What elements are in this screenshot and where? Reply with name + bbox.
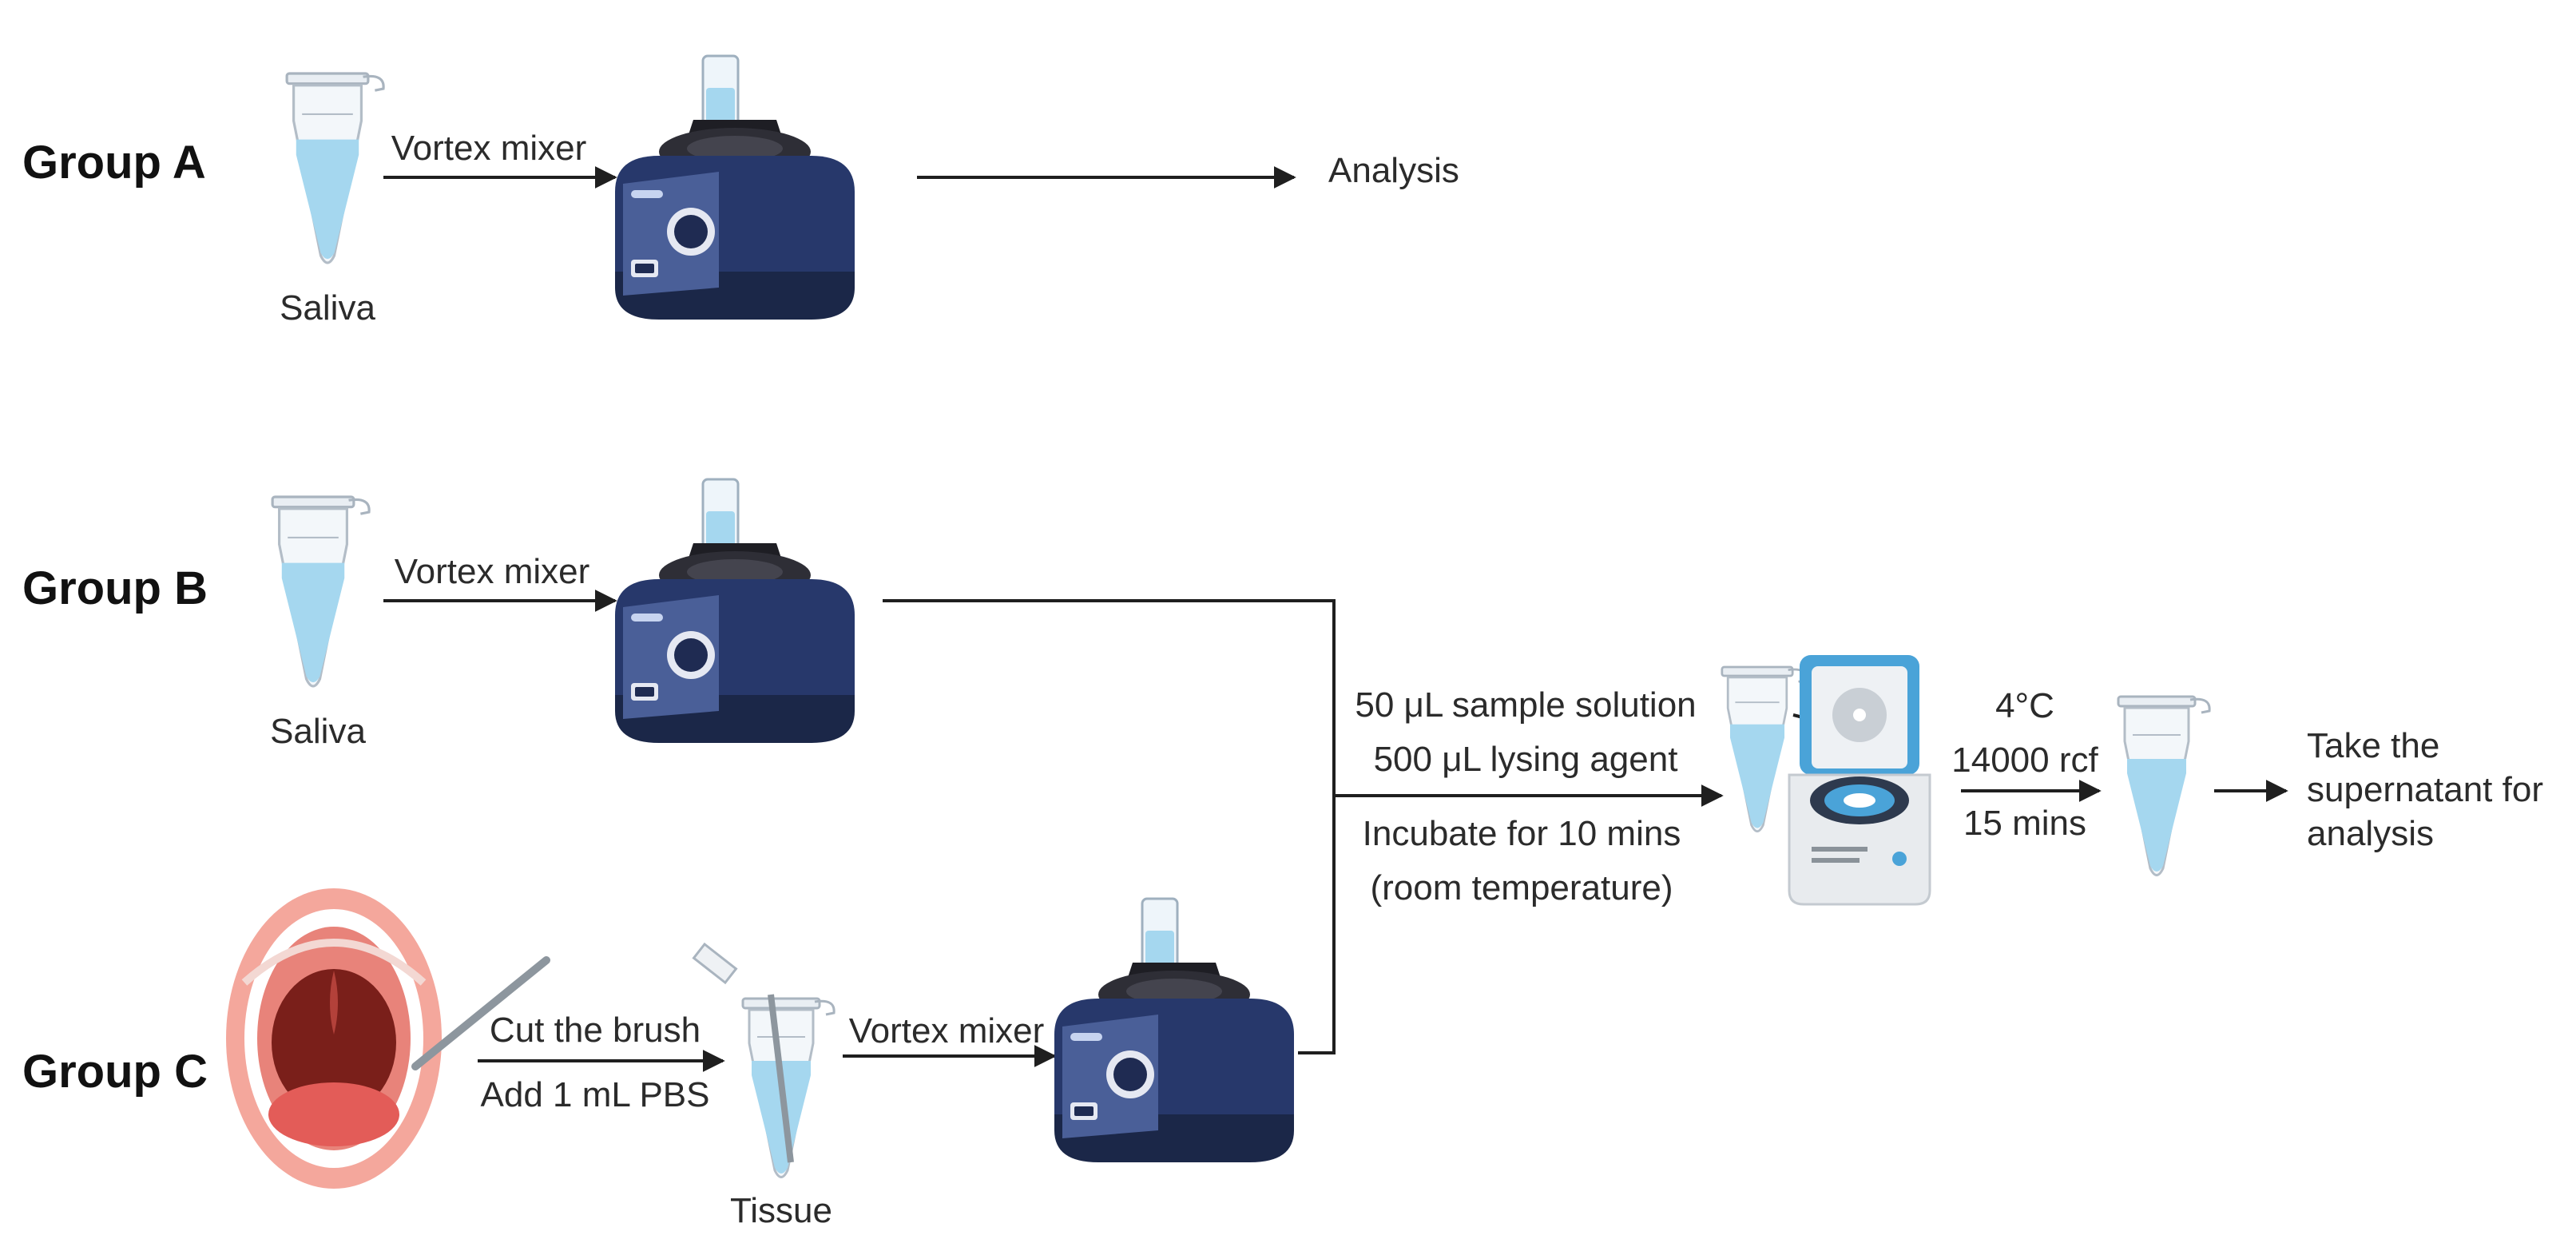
group-a-result-label: Analysis bbox=[1328, 151, 1459, 190]
tube-icon bbox=[271, 495, 371, 688]
group-c-step-1-label: Cut the brush bbox=[490, 1011, 701, 1050]
merge-line-2: 500 μL lysing agent bbox=[1374, 740, 1678, 779]
tube-with-brush-icon bbox=[692, 942, 836, 1178]
group-a-label: Group A bbox=[22, 137, 206, 189]
centrifuge-icon bbox=[1788, 653, 1931, 906]
centrifuge-temp: 4°C bbox=[1995, 686, 2054, 725]
vortex-mixer-icon bbox=[1053, 897, 1296, 1164]
tube-icon bbox=[2117, 695, 2211, 876]
open-mouth-icon bbox=[226, 888, 442, 1189]
vortex-mixer-icon bbox=[613, 478, 856, 745]
merge-line-3: Incubate for 10 mins bbox=[1363, 814, 1681, 853]
group-b-sample-label: Saliva bbox=[270, 712, 366, 751]
group-a-step-label: Vortex mixer bbox=[391, 129, 587, 168]
tube-icon bbox=[285, 72, 385, 264]
final-line-3: analysis bbox=[2307, 814, 2434, 853]
group-b-step-label: Vortex mixer bbox=[395, 552, 590, 591]
merge-line-1: 50 μL sample solution bbox=[1355, 685, 1696, 725]
group-b-label: Group B bbox=[22, 562, 208, 614]
merge-line-4: (room temperature) bbox=[1370, 868, 1673, 907]
group-c-step-2-label: Add 1 mL PBS bbox=[481, 1075, 710, 1114]
centrifuge-speed: 14000 rcf bbox=[1951, 741, 2098, 780]
group-c-sample-label: Tissue bbox=[730, 1191, 832, 1230]
final-line-1: Take the bbox=[2307, 726, 2439, 765]
group-c-step-3-label: Vortex mixer bbox=[849, 1011, 1045, 1050]
swab-brush-icon bbox=[411, 956, 550, 1070]
final-line-2: supernatant for bbox=[2307, 770, 2543, 809]
group-b-connector bbox=[883, 599, 1336, 1054]
vortex-mixer-icon bbox=[613, 54, 856, 321]
group-c-label: Group C bbox=[22, 1046, 208, 1098]
centrifuge-time: 15 mins bbox=[1963, 804, 2086, 843]
group-a-sample-label: Saliva bbox=[280, 288, 375, 328]
